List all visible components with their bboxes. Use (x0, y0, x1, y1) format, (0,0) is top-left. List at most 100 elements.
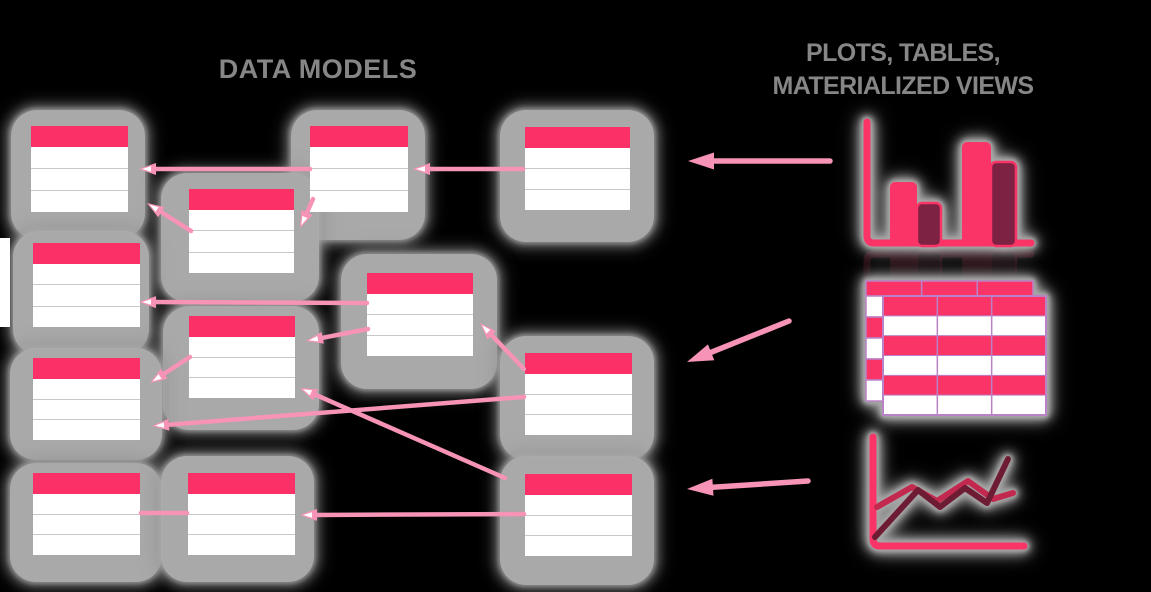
table-icon (865, 280, 1047, 416)
entity-table-top-center (310, 126, 408, 212)
entity-table-row (188, 494, 295, 514)
entity-table-row (310, 168, 408, 190)
bar-maroon (989, 160, 1018, 248)
crimson-line (874, 478, 1016, 510)
table-icon-stripe (883, 375, 1046, 396)
entity-table-row (525, 414, 632, 435)
entity-table-header (525, 353, 632, 374)
entity-table-row (525, 168, 630, 189)
table-icon-left-cell (865, 316, 884, 339)
entity-table-row (525, 514, 632, 536)
data-models-title: DATA MODELS (218, 54, 418, 84)
entity-table-top-right (525, 127, 630, 210)
table-icon-stripe (883, 335, 1046, 356)
entity-table-row (525, 189, 630, 210)
relation-arrow-right-3-to-mid-left-lower (300, 388, 508, 481)
table-icon-header-cell (976, 280, 1034, 297)
entity-table-row (525, 495, 632, 515)
entity-table-header (33, 358, 140, 379)
table-icon-left-cell (865, 358, 884, 381)
relation-arrow-right-3-to-bottom-center (300, 508, 527, 521)
entity-table-row (33, 305, 140, 327)
entity-table-mid-left-lower (189, 316, 295, 398)
maroon-line (872, 456, 1011, 540)
entity-table-row (33, 284, 140, 305)
entity-table-header (367, 273, 473, 294)
plots-tables-views-title: PLOTS, TABLES, MATERIALIZED VIEWS (753, 37, 1053, 103)
entity-table-row (189, 356, 295, 378)
right-title-line-2: MATERIALIZED VIEWS (772, 72, 1035, 100)
entity-table-row (33, 379, 140, 399)
arrowhead-inner (142, 166, 151, 172)
flow-arrow-bar-chart-icon-to-top-right (688, 152, 833, 170)
bar-maroon (915, 201, 943, 248)
entity-table-row (367, 294, 473, 314)
arrowhead (147, 203, 165, 218)
entity-table-header (31, 126, 128, 147)
entity-table-row (33, 398, 140, 420)
entity-table-row (310, 147, 408, 168)
entity-table-header (525, 127, 630, 148)
bar-pink (962, 142, 991, 246)
bar-pink (890, 182, 917, 246)
entity-table-row (189, 210, 294, 230)
partial-entity-table (0, 238, 10, 327)
flow-arrow-line-chart-icon-to-right-3 (687, 478, 811, 496)
entity-table-center (367, 273, 473, 356)
entity-table-row (189, 230, 294, 251)
entity-table-row (188, 513, 295, 535)
entity-table-left-2 (33, 243, 140, 327)
line-chart-icon (869, 433, 1028, 550)
entity-table-header (33, 243, 140, 264)
arrow-shaft (149, 299, 370, 306)
table-icon-left-cell (865, 337, 884, 360)
entity-table-header (310, 126, 408, 147)
bar-chart-axis (863, 118, 1035, 247)
entity-table-right-2 (525, 353, 632, 435)
entity-table-body (525, 374, 632, 435)
arrowhead (688, 152, 714, 170)
entity-table-row (33, 419, 140, 440)
entity-table-body (33, 494, 140, 555)
entity-table-row (310, 190, 408, 212)
arrow-shaft (706, 478, 811, 491)
entity-table-row (367, 335, 473, 356)
entity-table-row (189, 337, 295, 357)
entity-table-row (188, 534, 295, 555)
entity-table-row (33, 534, 140, 555)
entity-table-right-3 (525, 474, 632, 556)
entity-table-header (189, 316, 295, 337)
arrow-shaft (704, 318, 792, 357)
entity-table-row (33, 513, 140, 535)
entity-table-row (525, 393, 632, 415)
entity-table-body (33, 264, 140, 327)
table-icon-left-cell (865, 295, 884, 318)
arrowhead-inner (149, 204, 159, 212)
entity-table-row (525, 374, 632, 394)
entity-table-row (33, 264, 140, 284)
entity-table-row (367, 314, 473, 335)
entity-table-row (33, 494, 140, 514)
table-icon-left-cell (865, 379, 884, 402)
bar-chart-icon (863, 118, 1035, 248)
entity-table-row (525, 535, 632, 556)
arrow-shaft (310, 511, 527, 518)
arrowhead (687, 344, 715, 362)
entity-table-header (525, 474, 632, 495)
entity-table-body (31, 147, 128, 212)
table-icon-stripe (883, 296, 1046, 316)
entity-table-body (310, 147, 408, 212)
entity-table-body (525, 148, 630, 210)
arrowhead (687, 478, 714, 496)
entity-table-row (189, 377, 295, 398)
arrow-shaft (309, 390, 508, 481)
entity-table-row (31, 190, 128, 212)
entity-table-body (189, 337, 295, 398)
entity-table-header (188, 473, 295, 494)
entity-table-body (367, 294, 473, 356)
table-icon-border (882, 295, 1047, 416)
entity-table-row (31, 147, 128, 168)
table-icon-header-cell (865, 280, 923, 297)
entity-table-row (189, 251, 294, 273)
